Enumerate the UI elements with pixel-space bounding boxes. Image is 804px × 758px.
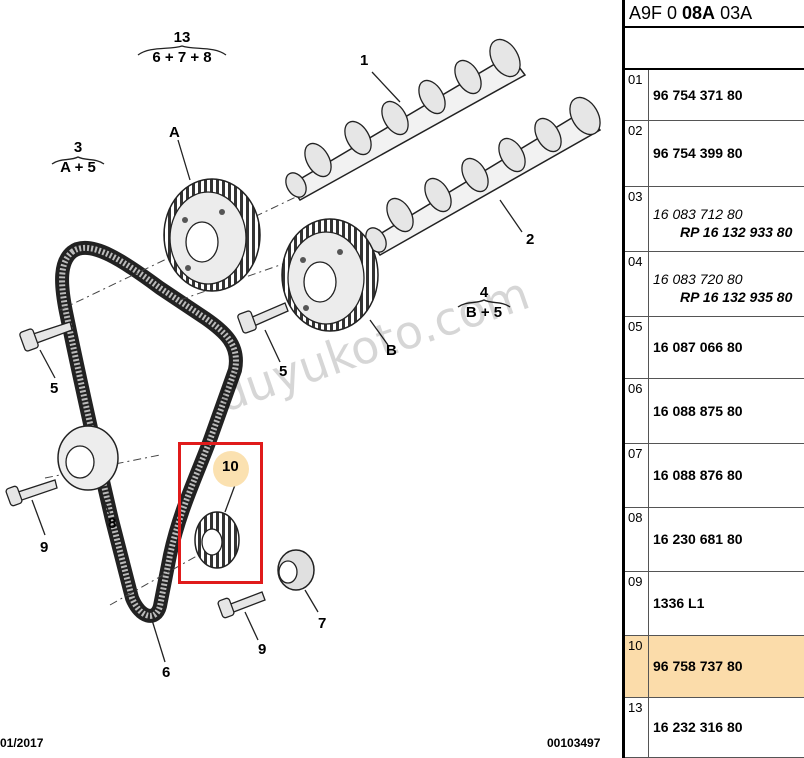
row-index: 05 xyxy=(625,317,649,378)
diagram-reference: A9F 0 08A 03A xyxy=(625,0,804,28)
callout-1[interactable]: 1 xyxy=(360,52,369,69)
group-3-formula: A + 5 xyxy=(60,159,96,176)
leader-lines xyxy=(31,71,523,663)
group-label-13: 13 6 + 7 + 8 xyxy=(132,28,232,68)
footer-doc-number: 00103497 xyxy=(547,736,601,750)
camshaft-sprocket-a xyxy=(163,178,261,292)
callout-a[interactable]: A xyxy=(169,124,180,141)
group-3-number: 3 xyxy=(73,139,83,156)
part-number: 1336 L1 xyxy=(653,595,705,611)
reference-prefix: A9F 0 xyxy=(629,3,683,23)
callout-10[interactable]: 10 xyxy=(222,458,239,475)
reference-suffix: 03A xyxy=(715,3,753,23)
part-number: 16 230 681 80 xyxy=(653,531,743,547)
group-13-formula: 6 + 7 + 8 xyxy=(152,49,212,66)
row-index: 09 xyxy=(625,572,649,635)
part-number: 96 754 399 80 xyxy=(653,145,743,161)
row-index: 07 xyxy=(625,444,649,507)
camshaft-2 xyxy=(365,96,602,256)
part-number: 16 232 316 80 xyxy=(653,719,743,735)
part-number: 96 754 371 80 xyxy=(653,86,743,103)
callout-5-left[interactable]: 5 xyxy=(50,380,59,397)
superseded-part-number: 16 083 712 80 xyxy=(653,205,743,222)
group-brackets xyxy=(51,45,511,308)
group-label-4: 4 B + 5 xyxy=(454,283,514,323)
header-spacer xyxy=(625,30,804,70)
row-index: 04 xyxy=(625,252,649,316)
callout-9-right[interactable]: 9 xyxy=(258,641,267,658)
exploded-parts-diagram: 13 6 + 7 + 8 3 A + 5 4 B + 5 1 2 A B 5 5… xyxy=(0,28,602,750)
row-index: 13 xyxy=(625,698,649,757)
footer-date: 01/2017 xyxy=(0,736,44,750)
callout-b[interactable]: B xyxy=(386,342,397,359)
replacement-part-number: RP 16 132 935 80 xyxy=(680,288,793,305)
camshaft-1 xyxy=(285,38,527,201)
callout-2[interactable]: 2 xyxy=(526,231,535,248)
part-number: 16 088 875 80 xyxy=(653,402,743,419)
row-index: 01 xyxy=(625,70,649,120)
tensioner-pulley xyxy=(57,425,119,491)
group-13-number: 13 xyxy=(173,29,191,46)
part-number: 16 087 066 80 xyxy=(653,339,743,355)
part-number: 16 088 876 80 xyxy=(653,467,743,483)
callout-9-left[interactable]: 9 xyxy=(40,539,49,556)
diagram-reference-text: A9F 0 08A 03A xyxy=(629,3,752,24)
row-index: 02 xyxy=(625,121,649,186)
group-4-formula: B + 5 xyxy=(465,304,503,321)
crankshaft-sprocket xyxy=(194,511,240,569)
selected-part-highlight-box xyxy=(178,442,263,584)
row-index: 06 xyxy=(625,379,649,443)
bolts xyxy=(5,302,289,619)
timing-belt-drawing xyxy=(5,38,602,663)
row-index: 10 xyxy=(625,636,649,697)
idler-pulley xyxy=(277,549,315,591)
replacement-part-number: RP 16 132 933 80 xyxy=(680,223,793,240)
part-number: 96 758 737 80 xyxy=(653,658,743,674)
group-4-number: 4 xyxy=(479,284,489,301)
superseded-part-number: 16 083 720 80 xyxy=(653,270,743,287)
group-label-3: 3 A + 5 xyxy=(48,138,108,178)
camshaft-sprocket-b xyxy=(281,218,379,332)
callout-5-right[interactable]: 5 xyxy=(279,363,288,380)
callout-7[interactable]: 7 xyxy=(318,615,327,632)
callout-8[interactable]: 8 xyxy=(108,515,117,532)
reference-bold: 08A xyxy=(682,3,716,23)
row-index: 03 xyxy=(625,187,649,251)
callout-10-highlight xyxy=(213,451,249,487)
row-index: 08 xyxy=(625,508,649,571)
callout-6[interactable]: 6 xyxy=(162,664,171,681)
